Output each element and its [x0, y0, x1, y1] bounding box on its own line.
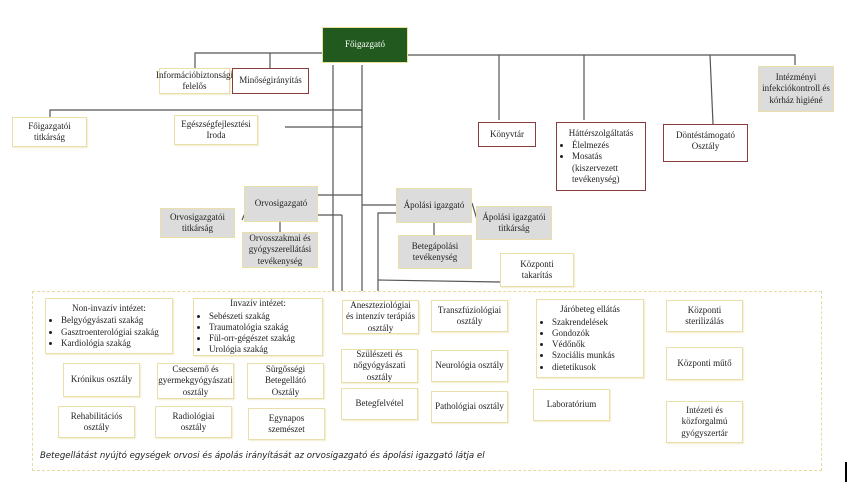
- list-item: Urológia szakág: [209, 344, 295, 355]
- jarobeteg-box[interactable]: Járóbeteg ellátás Szakrendelések Gondozó…: [536, 299, 644, 378]
- laboratorium-box[interactable]: Laboratórium: [533, 389, 610, 421]
- egynapos-box[interactable]: Egynapos szemészet: [248, 408, 325, 440]
- foigazgatoi-titkarsag-label: Főigazgatói titkárság: [28, 120, 71, 142]
- list-item: dietetikusok: [552, 362, 615, 373]
- orvosigazgato-label: Orvosigazgató: [254, 198, 308, 209]
- foigazgato-box[interactable]: Főigazgató: [322, 27, 408, 63]
- noninvaziv-box[interactable]: Non-invazív intézet: Belgyógyászati szak…: [45, 298, 173, 354]
- list-item: Szakrendelések: [552, 317, 615, 328]
- surgossegi-box[interactable]: Sürgősségi Betegellátó Osztály: [247, 363, 324, 399]
- laboratorium-label: Laboratórium: [546, 399, 597, 410]
- patient-care-units-group: [32, 291, 822, 471]
- surgossegi-label: Sürgősségi Betegellátó Osztály: [265, 364, 306, 397]
- betegapolasi-label: Betegápolási tevékenység: [411, 240, 459, 262]
- pathologiai-label: Pathológiai osztály: [435, 401, 504, 412]
- neurologia-box[interactable]: Neurológia osztály: [431, 350, 508, 382]
- radiologiai-label: Radiológiai osztály: [172, 410, 215, 432]
- konyvtar-label: Könyvtár: [490, 128, 524, 139]
- list-item: Gondozók: [552, 328, 615, 339]
- kronikus-label: Krónikus osztály: [70, 374, 133, 385]
- apolasi-igazgato-box[interactable]: Ápolási igazgató: [396, 188, 472, 223]
- list-item: Gasztroenterológiai szakág: [61, 327, 159, 338]
- foigazgatoi-titkarsag-box[interactable]: Főigazgatói titkárság: [12, 117, 87, 147]
- betegfelvetel-label: Betegfelvétel: [355, 398, 404, 409]
- list-item: Védőnők: [552, 339, 615, 350]
- gyogyszertar-label: Intézeti és közforgalmú gyógyszertár: [681, 405, 728, 438]
- noninvaziv-list: Belgyógyászati szakág Gasztroenterológia…: [49, 315, 159, 349]
- invaziv-list: Sebészeti szakág Traumatológia szakág Fü…: [197, 311, 295, 356]
- noninvaziv-title: Non-invazív intézet:: [72, 303, 146, 313]
- orvosigazgatoi-titkarsag-label: Orvosigazgatói titkárság: [170, 211, 225, 233]
- minoseg-label: Minőségirányítás: [239, 75, 302, 86]
- sterilizalas-label: Központi sterilizálás: [685, 304, 724, 326]
- dontestamogato-box[interactable]: Döntéstámogató Osztály: [663, 124, 748, 162]
- csecsemo-box[interactable]: Csecsemő és gyermekgyógyászati osztály: [157, 363, 234, 399]
- list-item: Fül-orr-gégészet szakág: [209, 333, 295, 344]
- list-item: Traumatológia szakág: [209, 322, 295, 333]
- aneszteziologiai-label: Aneszteziológiai és intenzív terápiás os…: [346, 300, 415, 333]
- infobiz-box[interactable]: Információbiztonsági felelős: [156, 68, 233, 94]
- szuleszeti-box[interactable]: Szülészeti és nőgyógyászati osztály: [341, 349, 418, 383]
- betegfelvetel-box[interactable]: Betegfelvétel: [341, 388, 418, 420]
- rehabilitacios-label: Rehabilitációs osztály: [70, 410, 123, 432]
- sterilizalas-box[interactable]: Központi sterilizálás: [666, 300, 743, 332]
- text-cursor: [845, 462, 847, 482]
- radiologiai-box[interactable]: Radiológiai osztály: [155, 406, 232, 438]
- jarobeteg-title: Járóbeteg ellátás: [560, 304, 620, 315]
- orvosszakmai-label: Orvosszakmai és gyógyszerellátási tevéke…: [248, 233, 312, 266]
- infobiz-label: Információbiztonsági felelős: [156, 69, 233, 91]
- orvosigazgatoi-titkarsag-box[interactable]: Orvosigazgatói titkárság: [160, 208, 235, 238]
- foigazgato-label: Főigazgató: [345, 39, 385, 50]
- hatterszolgaltatas-box[interactable]: Háttérszolgáltatás Élelmezés Mosatás (ki…: [556, 122, 646, 191]
- egeszsegfejlesztes-box[interactable]: Egészségfejlesztési Iroda: [174, 115, 258, 145]
- invaziv-title: Invazív intézet:: [230, 298, 286, 309]
- egeszsegfejlesztes-label: Egészségfejlesztési Iroda: [181, 118, 251, 140]
- apolasi-igazgato-label: Ápolási igazgató: [403, 199, 465, 210]
- infection-control-box[interactable]: Intézményi infekciókontroll és kórház hi…: [758, 66, 834, 112]
- szuleszeti-label: Szülészeti és nőgyógyászati osztály: [353, 349, 406, 382]
- kozponti-takaritas-box[interactable]: Központi takarítás: [500, 253, 574, 287]
- orvosigazgato-box[interactable]: Orvosigazgató: [244, 186, 318, 222]
- kozponti-muto-label: Központi műtő: [677, 357, 732, 368]
- apolasi-titkarsag-box[interactable]: Ápolási igazgatói titkárság: [476, 206, 552, 240]
- minoseg-box[interactable]: Minőségirányítás: [232, 68, 309, 94]
- betegapolasi-box[interactable]: Betegápolási tevékenység: [398, 235, 472, 269]
- hatterszolgaltatas-title: Háttérszolgáltatás: [568, 127, 634, 138]
- footnote: Betegellátást nyújtó egységek orvosi és …: [40, 451, 485, 461]
- jarobeteg-list: Szakrendelések Gondozók Védőnők Szociáli…: [540, 317, 615, 373]
- egynapos-label: Egynapos szemészet: [268, 412, 305, 434]
- aneszteziologiai-box[interactable]: Aneszteziológiai és intenzív terápiás os…: [342, 300, 419, 334]
- konyvtar-box[interactable]: Könyvtár: [478, 122, 536, 147]
- list-item: Sebészeti szakág: [209, 311, 295, 322]
- csecsemo-label: Csecsemő és gyermekgyógyászati osztály: [158, 364, 233, 397]
- kozponti-takaritas-label: Központi takarítás: [520, 258, 554, 280]
- rehabilitacios-box[interactable]: Rehabilitációs osztály: [58, 406, 135, 438]
- invaziv-box[interactable]: Invazív intézet: Sebészeti szakág Trauma…: [193, 298, 323, 356]
- list-item: Belgyógyászati szakág: [61, 315, 159, 326]
- gyogyszertar-box[interactable]: Intézeti és közforgalmú gyógyszertár: [666, 401, 743, 443]
- hatterszolgaltatas-list: Élelmezés Mosatás (kiszervezett tevékeny…: [560, 140, 642, 185]
- list-item: Mosatás (kiszervezett tevékenység): [572, 151, 642, 185]
- pathologiai-box[interactable]: Pathológiai osztály: [431, 391, 508, 423]
- list-item: Kardiológia szakág: [61, 338, 159, 349]
- infection-control-label: Intézményi infekciókontroll és kórház hi…: [762, 72, 830, 105]
- orvosszakmai-box[interactable]: Orvosszakmai és gyógyszerellátási tevéke…: [242, 232, 318, 268]
- dontestamogato-label: Döntéstámogató Osztály: [676, 130, 735, 152]
- kronikus-box[interactable]: Krónikus osztály: [63, 363, 140, 397]
- transzfuziologiai-box[interactable]: Transzfúziológiai osztály: [431, 300, 508, 332]
- kozponti-muto-box[interactable]: Központi műtő: [666, 347, 743, 380]
- neurologia-label: Neurológia osztály: [435, 360, 504, 371]
- transzfuziologiai-label: Transzfúziológiai osztály: [437, 304, 502, 326]
- apolasi-titkarsag-label: Ápolási igazgatói titkárság: [482, 211, 546, 233]
- list-item: Élelmezés: [572, 140, 642, 151]
- list-item: Szociális munkás: [552, 350, 615, 361]
